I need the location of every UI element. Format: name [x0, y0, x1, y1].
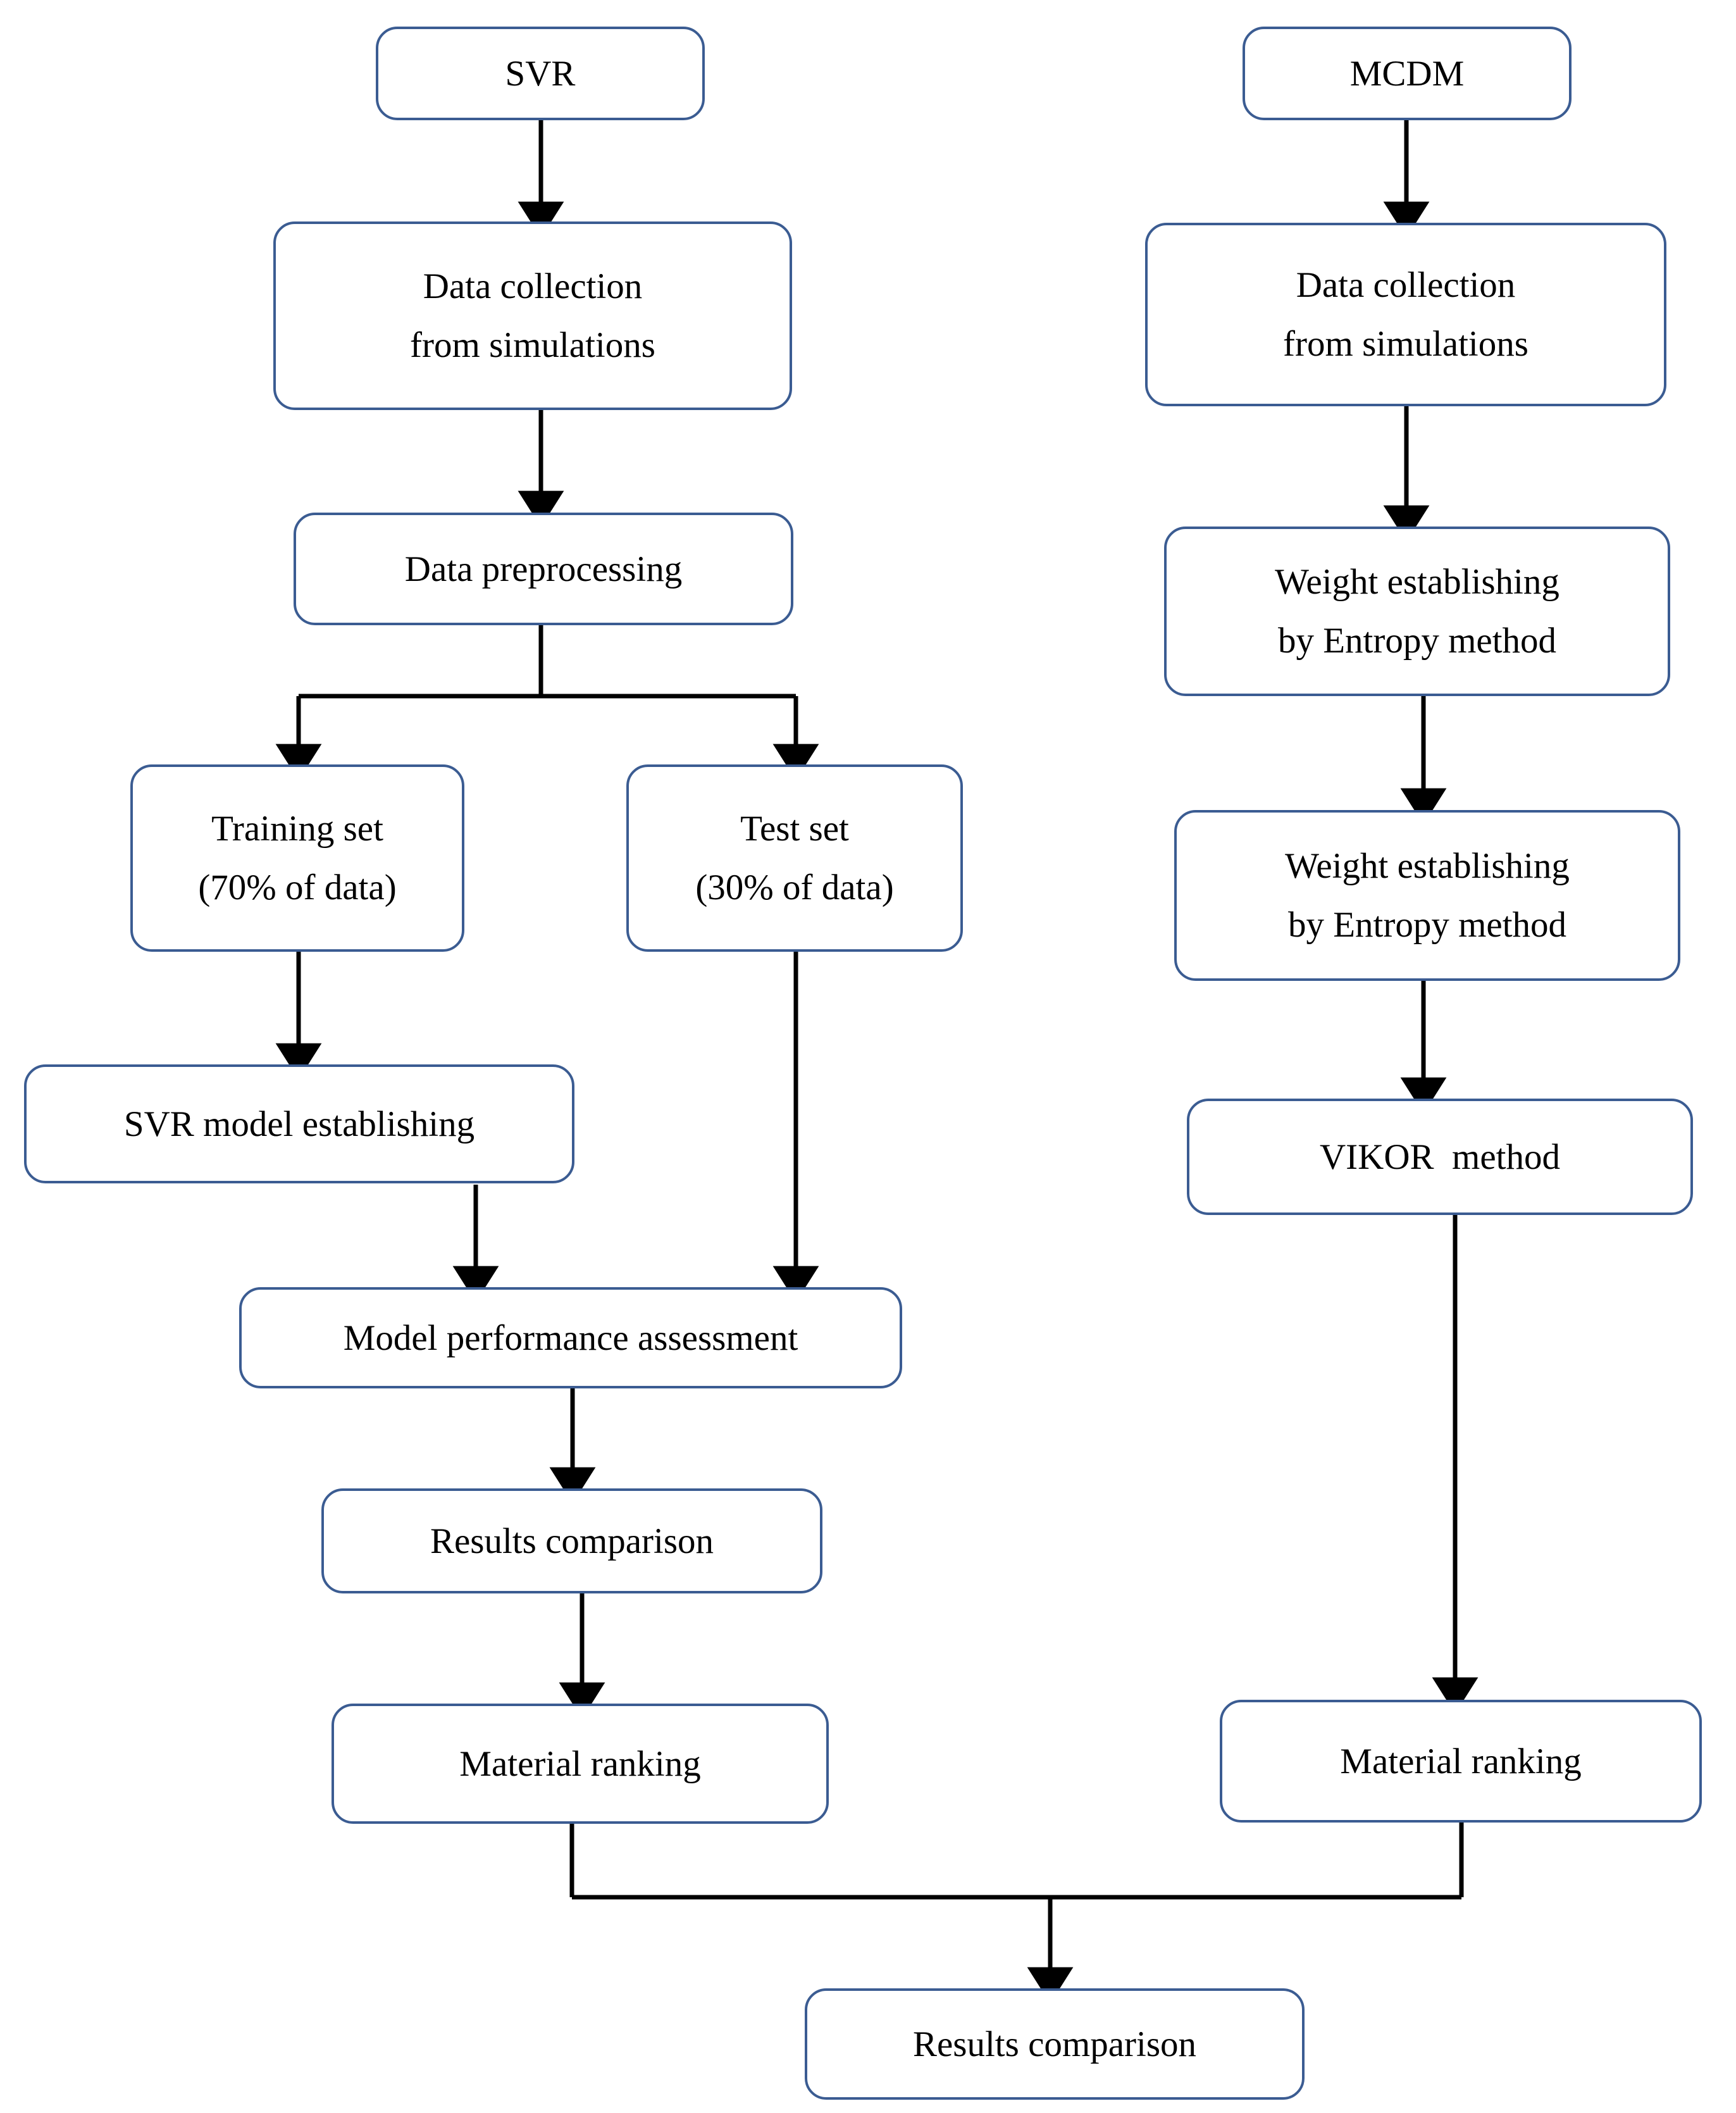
node-svr-line-0: SVR	[505, 53, 576, 94]
node-material-ranking-mcdm[interactable]: Material ranking	[1220, 1700, 1702, 1823]
node-mcdm-data-line-1: from simulations	[1283, 324, 1528, 364]
node-test-line-1: (30% of data)	[695, 868, 894, 907]
node-mcdm-line-0: MCDM	[1349, 53, 1465, 94]
node-model-performance-assessment[interactable]: Model performance assessment	[239, 1287, 902, 1388]
node-material-ranking-svr[interactable]: Material ranking	[332, 1704, 829, 1824]
node-train-line-1: (70% of data)	[198, 868, 397, 907]
node-results-comparison-final[interactable]: Results comparison	[805, 1988, 1305, 2100]
node-final-results-line-0: Results comparison	[912, 2024, 1197, 2064]
node-test-set[interactable]: Test set (30% of data)	[626, 764, 963, 952]
node-vikor-line-0: VIKOR method	[1320, 1137, 1560, 1177]
node-svr-model-establishing[interactable]: SVR model establishing	[24, 1064, 574, 1183]
node-weight-establishing-entropy-2[interactable]: Weight establishing by Entropy method	[1174, 810, 1680, 981]
node-preprocess-line-0: Data preprocessing	[404, 549, 683, 589]
node-weight-establishing-entropy-1[interactable]: Weight establishing by Entropy method	[1164, 527, 1670, 696]
node-training-set[interactable]: Training set (70% of data)	[130, 764, 464, 952]
node-svr-data-line-0: Data collection	[423, 266, 643, 306]
node-svr-model-line-0: SVR model establishing	[123, 1104, 475, 1144]
node-svr-data-collection[interactable]: Data collection from simulations	[273, 221, 792, 410]
node-svr-results-line-0: Results comparison	[430, 1521, 714, 1561]
node-mcdm-data-line-0: Data collection	[1296, 265, 1516, 305]
node-mcdm-data-collection[interactable]: Data collection from simulations	[1145, 223, 1666, 406]
node-weight2-line-0: Weight establishing	[1285, 846, 1570, 886]
node-weight1-line-1: by Entropy method	[1277, 621, 1557, 661]
node-weight1-line-0: Weight establishing	[1275, 562, 1559, 602]
node-svr[interactable]: SVR	[376, 27, 705, 120]
node-vikor-method[interactable]: VIKOR method	[1187, 1099, 1693, 1215]
node-train-line-0: Training set	[211, 809, 383, 849]
node-results-comparison-svr[interactable]: Results comparison	[321, 1488, 822, 1593]
node-model-perf-line-0: Model performance assessment	[343, 1318, 798, 1358]
node-data-preprocessing[interactable]: Data preprocessing	[294, 513, 793, 625]
node-test-line-0: Test set	[740, 809, 849, 849]
node-weight2-line-1: by Entropy method	[1287, 905, 1567, 945]
node-svr-ranking-line-0: Material ranking	[459, 1743, 701, 1784]
node-mcdm-ranking-line-0: Material ranking	[1340, 1741, 1582, 1781]
node-mcdm[interactable]: MCDM	[1243, 27, 1572, 120]
node-svr-data-line-1: from simulations	[410, 325, 655, 365]
